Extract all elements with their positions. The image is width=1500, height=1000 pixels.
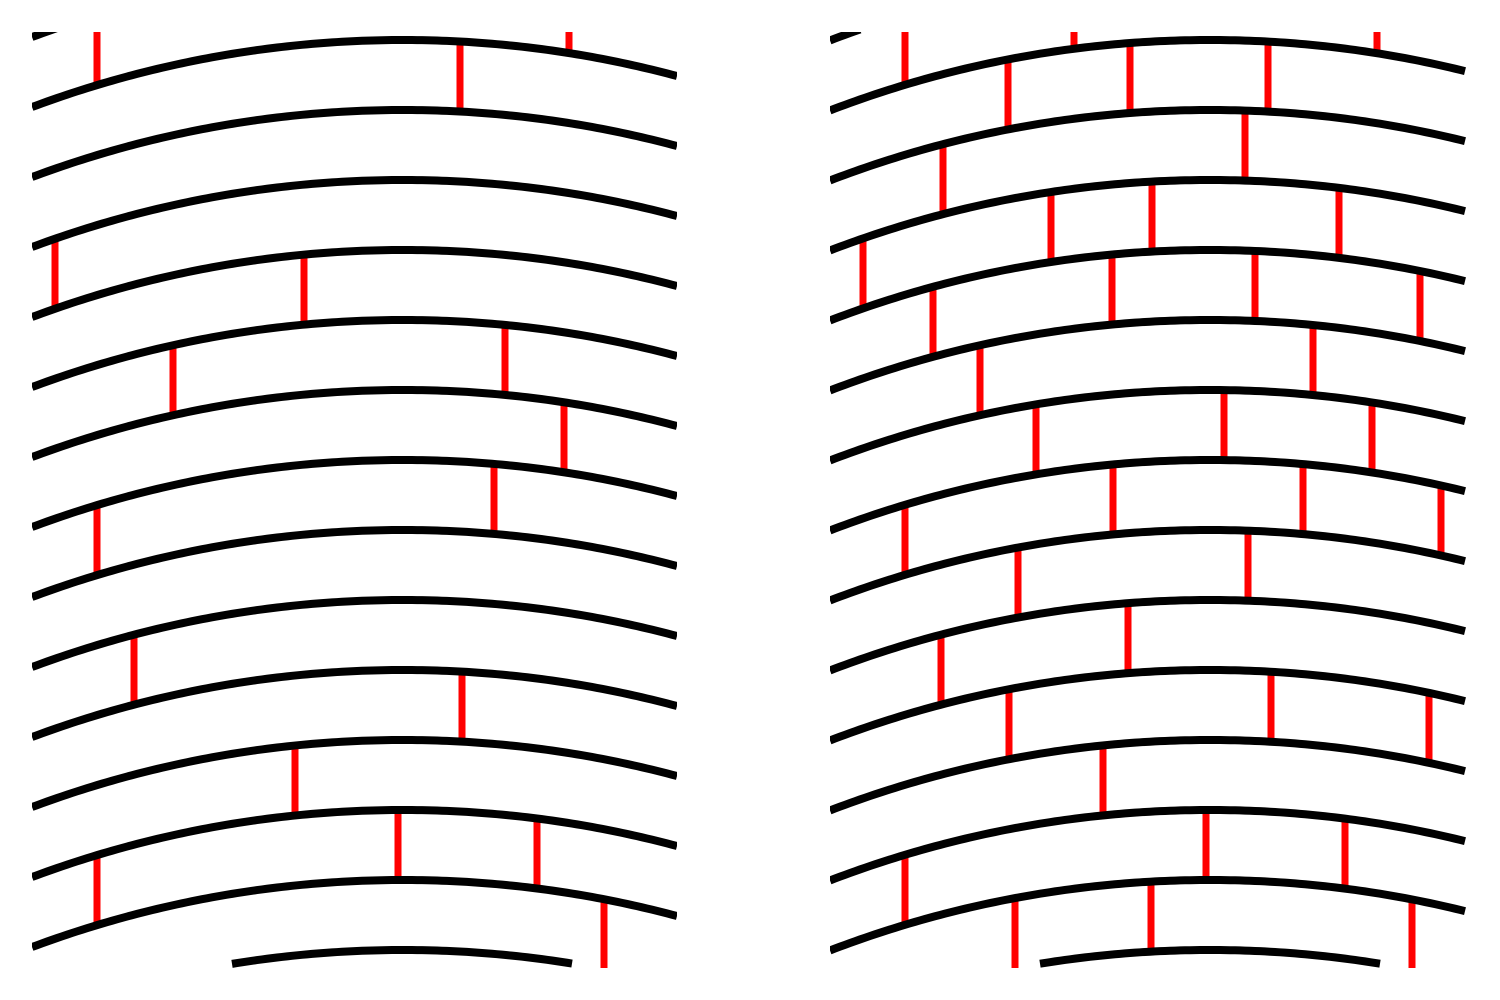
- left-arc: [32, 32, 58, 41]
- left-arc: [32, 525, 677, 601]
- left-arc: [32, 315, 677, 391]
- left-arc: [32, 875, 677, 951]
- right-arc: [830, 525, 1466, 605]
- right-panel: [830, 32, 1466, 968]
- right-arc: [830, 385, 1466, 465]
- left-arc: [32, 455, 677, 531]
- right-arc: [830, 805, 1466, 885]
- right-arc: [830, 315, 1466, 395]
- right-arc: [830, 105, 1466, 185]
- left-arc: [32, 385, 677, 461]
- right-arc: [830, 245, 1466, 325]
- left-arc: [32, 35, 677, 111]
- right-arc: [830, 595, 1466, 675]
- right-arc: [830, 875, 1466, 955]
- left-arc: [32, 665, 677, 741]
- left-arc: [32, 595, 677, 671]
- left-arc: [231, 945, 573, 968]
- right-arc: [830, 735, 1466, 815]
- right-arc: [830, 175, 1466, 255]
- left-arc: [32, 245, 677, 321]
- right-arc: [1039, 945, 1381, 968]
- left-arc: [32, 175, 677, 251]
- left-panel: [32, 32, 677, 968]
- right-arc: [830, 35, 1466, 115]
- left-arc: [32, 105, 677, 181]
- left-arc: [32, 735, 677, 811]
- left-arc: [32, 805, 677, 881]
- right-arc: [830, 665, 1466, 745]
- right-arc: [830, 455, 1466, 535]
- right-arc: [830, 32, 862, 45]
